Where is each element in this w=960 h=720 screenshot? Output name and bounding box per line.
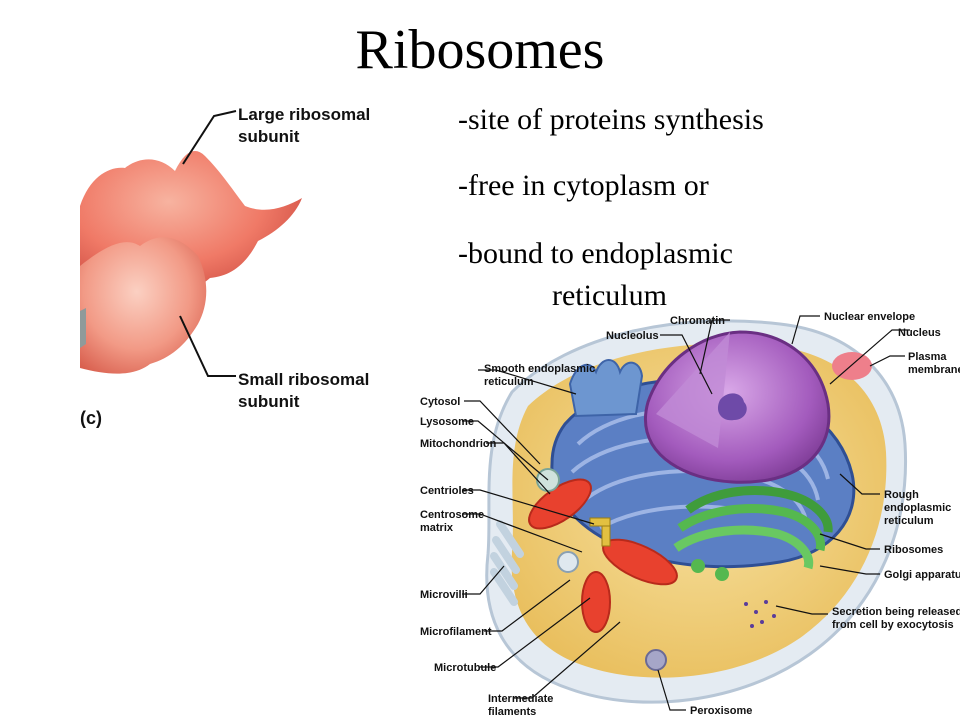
label-secretion-1: Secretion being released (832, 606, 960, 618)
large-subunit-pointer (182, 110, 237, 165)
label-small-subunit-2: subunit (238, 392, 300, 411)
label-peroxisome: Peroxisome (690, 705, 752, 717)
small-subunit-shape (80, 237, 207, 374)
small-subunit-pointer (179, 315, 236, 377)
exocytosis-dots (744, 600, 776, 628)
label-intermediate-2: filaments (488, 706, 536, 718)
label-centrosome-2: matrix (420, 522, 454, 534)
label-rough-er-2: endoplasmic (884, 502, 951, 514)
label-nuclear-envelope: Nuclear envelope (824, 311, 915, 323)
label-nucleus: Nucleus (898, 327, 941, 339)
label-microfilament: Microfilament (420, 626, 492, 638)
nucleolus-shape (717, 393, 747, 421)
label-microvilli: Microvilli (420, 589, 468, 601)
label-cytosol: Cytosol (420, 396, 460, 408)
label-small-subunit-1: Small ribosomal (238, 370, 369, 389)
microvilli-shape (490, 520, 524, 606)
cell-vesicle-shape (557, 551, 579, 573)
label-plasma-1: Plasma (908, 351, 947, 363)
bullet-protein-synthesis: -site of proteins synthesis (458, 103, 764, 136)
label-microtubule: Microtubule (434, 662, 496, 674)
label-plasma-2: membrane (908, 364, 960, 376)
label-centrosome-1: Centrosome (420, 509, 484, 521)
bullet-bound-er: -bound to endoplasmic (458, 237, 733, 270)
label-chromatin: Chromatin (670, 315, 725, 327)
label-mitochondrion: Mitochondrion (420, 438, 497, 450)
label-intermediate-1: Intermediate (488, 693, 553, 705)
label-large-subunit-2: subunit (238, 127, 300, 146)
peroxisome-shape (645, 649, 667, 671)
label-golgi: Golgi apparatus (884, 569, 960, 581)
slide-title: Ribosomes (355, 19, 605, 81)
cell-labels: Chromatin Nuclear envelope Nucleolus Nuc… (420, 311, 960, 718)
animal-cell-figure: Chromatin Nuclear envelope Nucleolus Nuc… (420, 311, 960, 718)
label-panel-c: (c) (80, 408, 102, 428)
nucleus-shape (643, 330, 831, 484)
label-centrioles: Centrioles (420, 485, 474, 497)
bullet-free-cytoplasm: -free in cytoplasm or (458, 169, 709, 202)
ribosome-edge-shadow (80, 308, 86, 348)
vesicle-shape (832, 352, 872, 380)
label-smooth-er-2: reticulum (484, 376, 534, 388)
label-rough-er-1: Rough (884, 489, 919, 501)
bullet-reticulum: reticulum (552, 279, 667, 312)
ribosome-figure: Large ribosomal subunit Small ribosomal … (80, 105, 370, 428)
label-nucleolus: Nucleolus (606, 330, 659, 342)
mitochondria-shapes (528, 478, 678, 633)
label-pointer-lines (462, 315, 910, 711)
centrioles-shape (589, 517, 611, 547)
golgi-shape (673, 486, 833, 581)
label-ribosomes: Ribosomes (884, 544, 943, 556)
label-secretion-2: from cell by exocytosis (832, 619, 954, 631)
smooth-er-shape (568, 359, 644, 418)
label-large-subunit-1: Large ribosomal (238, 105, 370, 124)
label-smooth-er-1: Smooth endoplasmic (484, 363, 595, 375)
label-lysosome: Lysosome (420, 416, 474, 428)
label-rough-er-3: reticulum (884, 515, 934, 527)
